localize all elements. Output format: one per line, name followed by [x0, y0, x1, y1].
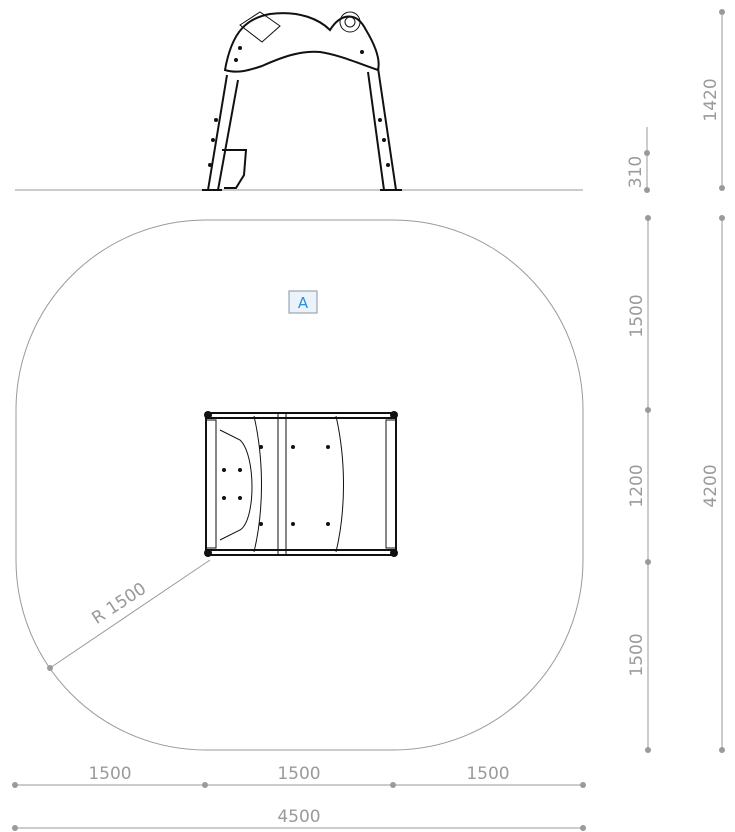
radius-line: [49, 559, 211, 669]
plan-view: A R 1500: [15, 219, 584, 751]
left-leg: [207, 74, 239, 191]
dim-plan-bottom: 1500: [627, 633, 647, 676]
dim-width-middle: 1500: [277, 764, 320, 784]
zone-label: A: [298, 294, 309, 312]
horizontal-dimensions: 1500 1500 1500 4500: [12, 764, 586, 831]
dim-plan-top: 1500: [627, 294, 647, 337]
dim-plan-middle: 1200: [627, 464, 647, 507]
right-leg: [367, 67, 397, 191]
seat-outline: [219, 429, 253, 541]
zone-label-box: [288, 290, 318, 314]
side-bolts: [208, 46, 390, 167]
arch-top: [223, 12, 380, 73]
vertical-dimensions: 1420 310 1500 1200 1500 4200: [626, 9, 725, 753]
plan-bolts: [204, 411, 398, 557]
equipment-plan: [204, 411, 398, 557]
ring-ornament-inner: [344, 16, 356, 28]
equipment-frame: [205, 412, 397, 556]
safety-zone-outline: [15, 219, 584, 751]
side-elevation: [15, 11, 583, 191]
dim-width-right: 1500: [466, 764, 509, 784]
dim-width-total: 4500: [277, 807, 320, 827]
ring-ornament: [339, 11, 361, 33]
seat-bracket: [222, 149, 248, 189]
cone-ornament: [239, 11, 281, 43]
dim-side-offset: 310: [626, 156, 646, 188]
dim-width-left: 1500: [88, 764, 131, 784]
dim-side-height: 1420: [701, 78, 721, 121]
dim-plan-total: 4200: [701, 464, 721, 507]
